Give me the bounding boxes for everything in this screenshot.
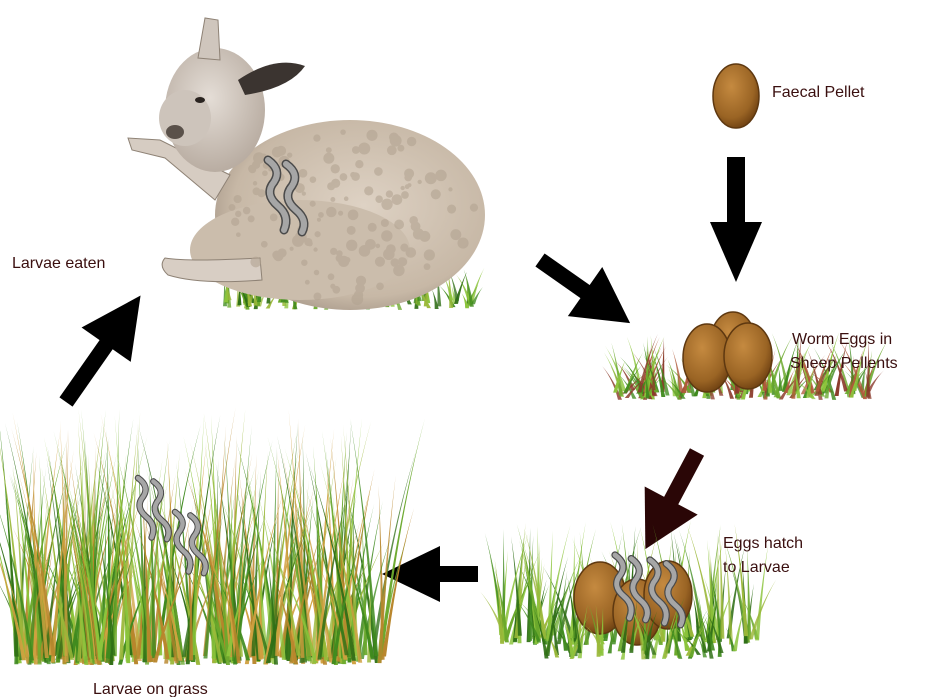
arrow-icon — [41, 278, 165, 419]
grass-icon — [0, 407, 425, 665]
sheep-image — [128, 18, 485, 310]
larvae-eaten-label: Larvae eaten — [12, 255, 105, 272]
eggs-hatch-label: Eggs hatch to Larvae — [723, 535, 808, 576]
arrow-icon — [523, 235, 648, 347]
eggs-hatch-label-line2: to Larvae — [723, 559, 790, 576]
worm-eggs-label-line1: Worm Eggs in — [792, 331, 892, 348]
larvae-on-grass-label: Larvae on grass — [93, 681, 208, 697]
arrow-icon — [710, 157, 762, 282]
eggs-hatch-label-line1: Eggs hatch — [723, 535, 803, 552]
worm-eggs-label-line2: Sheep Pellents — [790, 355, 898, 372]
faecal-pellet-label: Faecal Pellet — [772, 84, 865, 101]
pellet-icon — [713, 64, 759, 128]
